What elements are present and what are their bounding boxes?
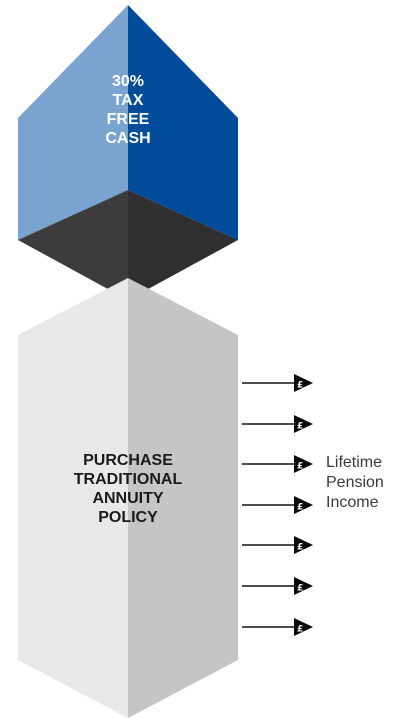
tax-free-cash-label: 30% TAX FREE CASH	[78, 72, 178, 148]
pound-arrow-icon	[294, 374, 313, 392]
cube-label-line: 30%	[111, 73, 145, 90]
svg-text:£: £	[297, 543, 303, 553]
income-arrows: £ £ £ £ £ £ £	[242, 374, 313, 636]
pillar-label-line: TRADITIONAL	[73, 471, 183, 488]
svg-text:£: £	[297, 584, 303, 594]
cube-left-face	[18, 5, 128, 240]
income-arrow: £	[242, 455, 313, 473]
pound-arrow-icon	[294, 415, 313, 433]
cube-bottom-right-face	[128, 190, 238, 300]
cube-label-line: FREE	[106, 111, 150, 128]
income-arrow: £	[242, 496, 313, 514]
tax-free-cash-cube	[18, 5, 238, 300]
pillar-right-face	[128, 278, 238, 718]
income-label-line: Income	[326, 494, 379, 511]
pillar-label-line: ANNUITY	[92, 490, 164, 507]
income-arrow: £	[242, 415, 313, 433]
income-arrow: £	[242, 374, 313, 392]
cube-bottom-left-face	[18, 190, 128, 300]
lifetime-pension-income-label: Lifetime Pension Income	[326, 453, 384, 513]
income-arrow: £	[242, 577, 313, 595]
svg-text:£: £	[297, 462, 303, 472]
svg-text:£: £	[297, 422, 303, 432]
pillar-left-face	[18, 278, 128, 718]
cube-label-line: CASH	[105, 130, 151, 147]
income-label-line: Lifetime	[326, 454, 383, 471]
cube-right-face	[128, 5, 238, 240]
income-arrow: £	[242, 618, 313, 636]
annuity-pillar	[18, 278, 238, 718]
income-label-line: Pension	[326, 474, 384, 491]
svg-text:£: £	[297, 503, 303, 513]
pound-arrow-icon	[294, 577, 313, 595]
svg-text:£: £	[297, 625, 303, 635]
pillar-label-line: POLICY	[98, 509, 158, 526]
cube-label-line: TAX	[112, 92, 144, 109]
pillar-label-line: PURCHASE	[83, 452, 173, 469]
pound-arrow-icon	[294, 618, 313, 636]
pound-arrow-icon	[294, 496, 313, 514]
pound-arrow-icon	[294, 455, 313, 473]
income-arrow: £	[242, 536, 313, 554]
pound-arrow-icon	[294, 536, 313, 554]
annuity-policy-label: PURCHASE TRADITIONAL ANNUITY POLICY	[38, 451, 218, 527]
svg-text:£: £	[297, 381, 303, 391]
